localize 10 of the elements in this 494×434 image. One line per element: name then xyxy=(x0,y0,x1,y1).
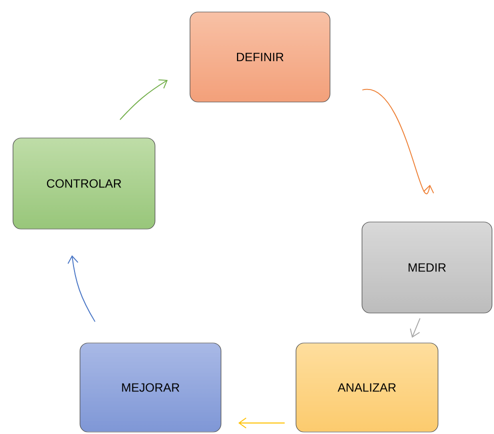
arrow xyxy=(120,79,168,120)
process-box: ANALIZAR xyxy=(296,342,438,432)
arrow xyxy=(362,90,434,194)
process-box: CONTROLAR xyxy=(12,138,156,230)
process-box: MEJORAR xyxy=(80,342,222,432)
process-box: DEFINIR xyxy=(190,12,330,102)
process-box: MEDIR xyxy=(362,222,492,314)
arrow xyxy=(68,255,96,322)
arrow xyxy=(238,418,286,428)
arrow xyxy=(410,318,420,338)
